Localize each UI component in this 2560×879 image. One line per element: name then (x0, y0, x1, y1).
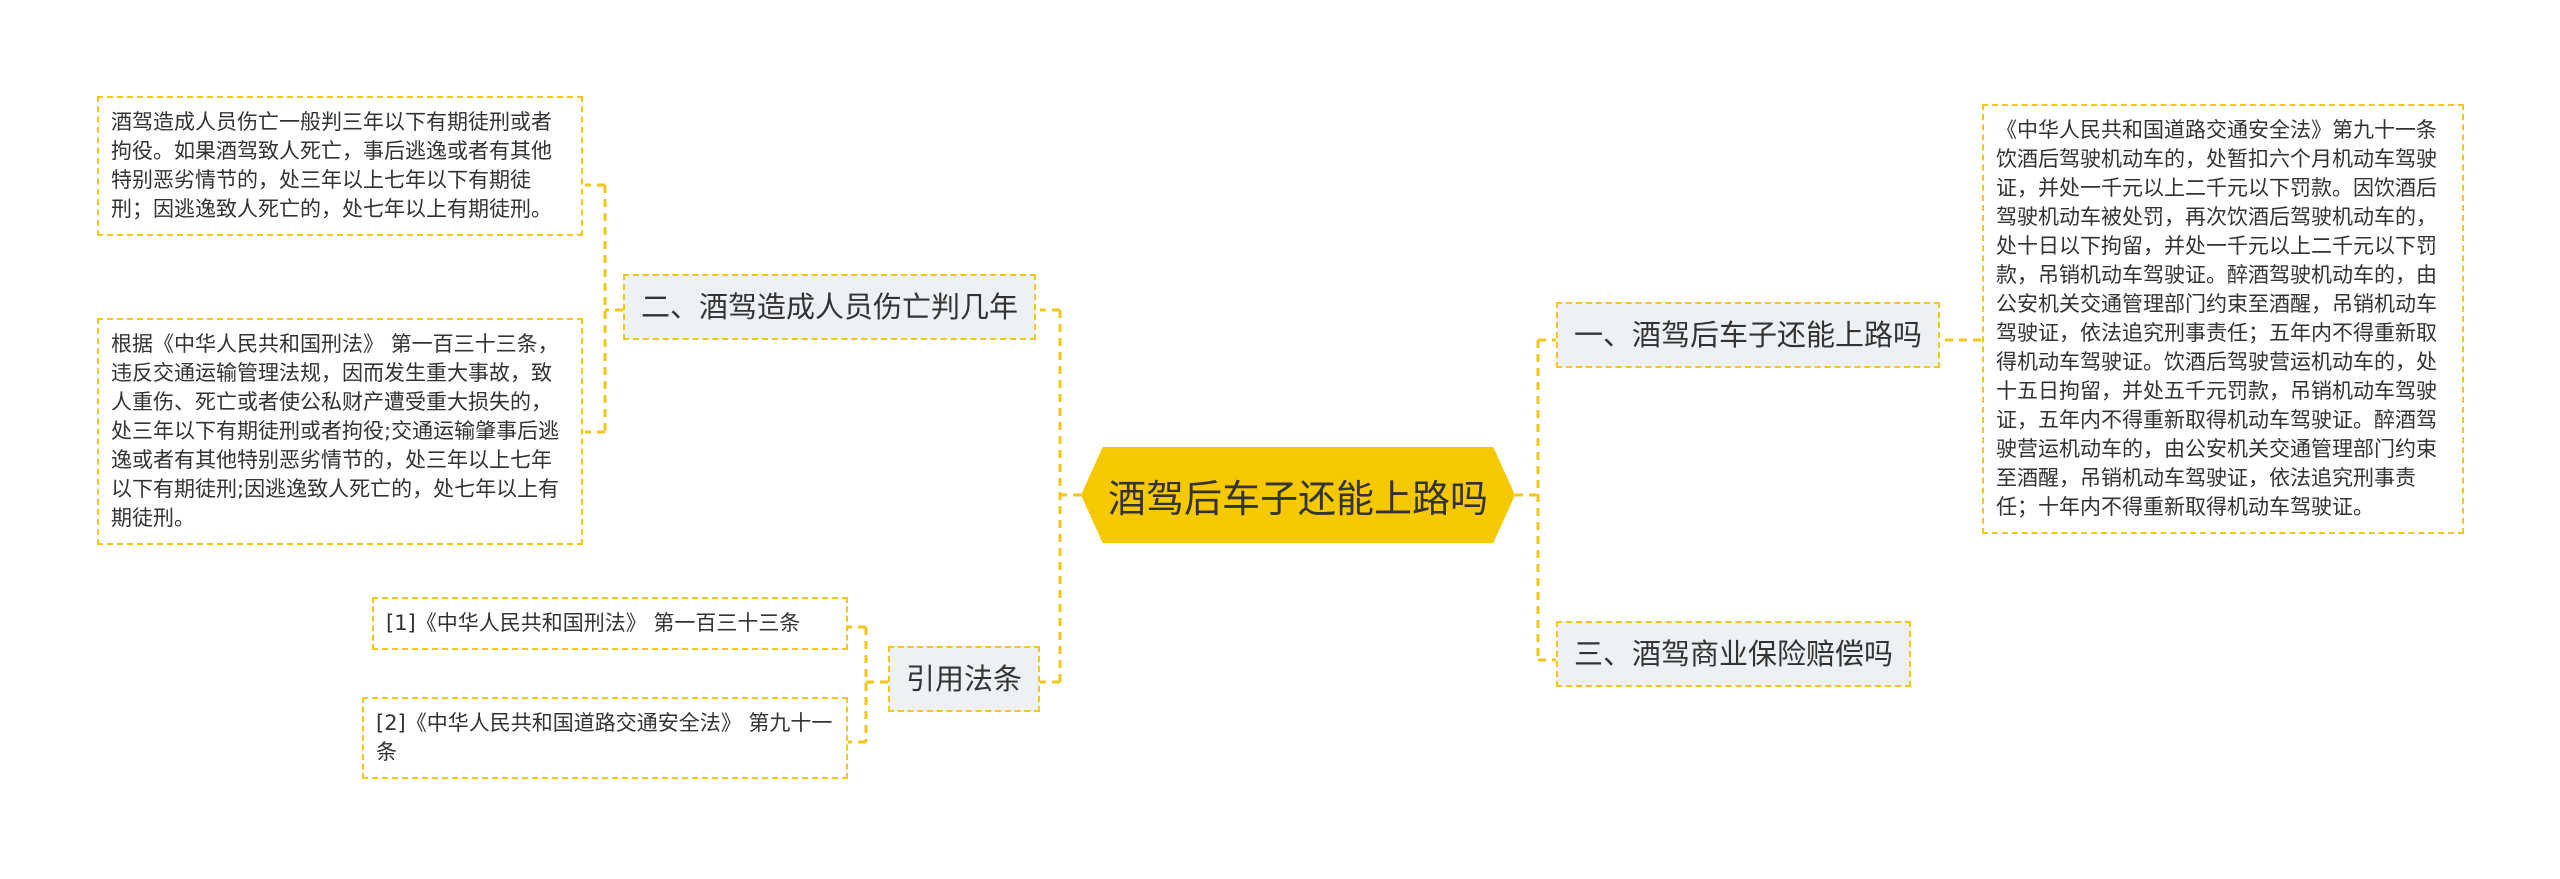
ref-item-criminal-law: [1]《中华人民共和国刑法》 第一百三十三条 (372, 597, 848, 650)
detail-traffic-law-91: 《中华人民共和国道路交通安全法》第九十一条饮酒后驾驶机动车的，处暂扣六个月机动车… (1982, 104, 2464, 534)
ref-item-traffic-law: [2]《中华人民共和国道路交通安全法》 第九十一条 (362, 697, 848, 779)
topic-can-drive[interactable]: 一、酒驾后车子还能上路吗 (1556, 302, 1941, 368)
topic-injury-sentence[interactable]: 二、酒驾造成人员伤亡判几年 (623, 274, 1037, 340)
topic-insurance-claim[interactable]: 三、酒驾商业保险赔偿吗 (1556, 621, 1912, 687)
central-topic-label: 酒驾后车子还能上路吗 (1107, 476, 1488, 521)
central-topic[interactable]: 酒驾后车子还能上路吗 (1081, 447, 1515, 543)
central-hexagon (1081, 447, 1515, 543)
detail-sentence-summary: 酒驾造成人员伤亡一般判三年以下有期徒刑或者拘役。如果酒驾致人死亡，事后逃逸或者有… (97, 96, 583, 236)
detail-criminal-law-133: 根据《中华人民共和国刑法》 第一百三十三条，违反交通运输管理法规，因而发生重大事… (97, 318, 583, 545)
topic-cited-laws[interactable]: 引用法条 (888, 646, 1041, 712)
